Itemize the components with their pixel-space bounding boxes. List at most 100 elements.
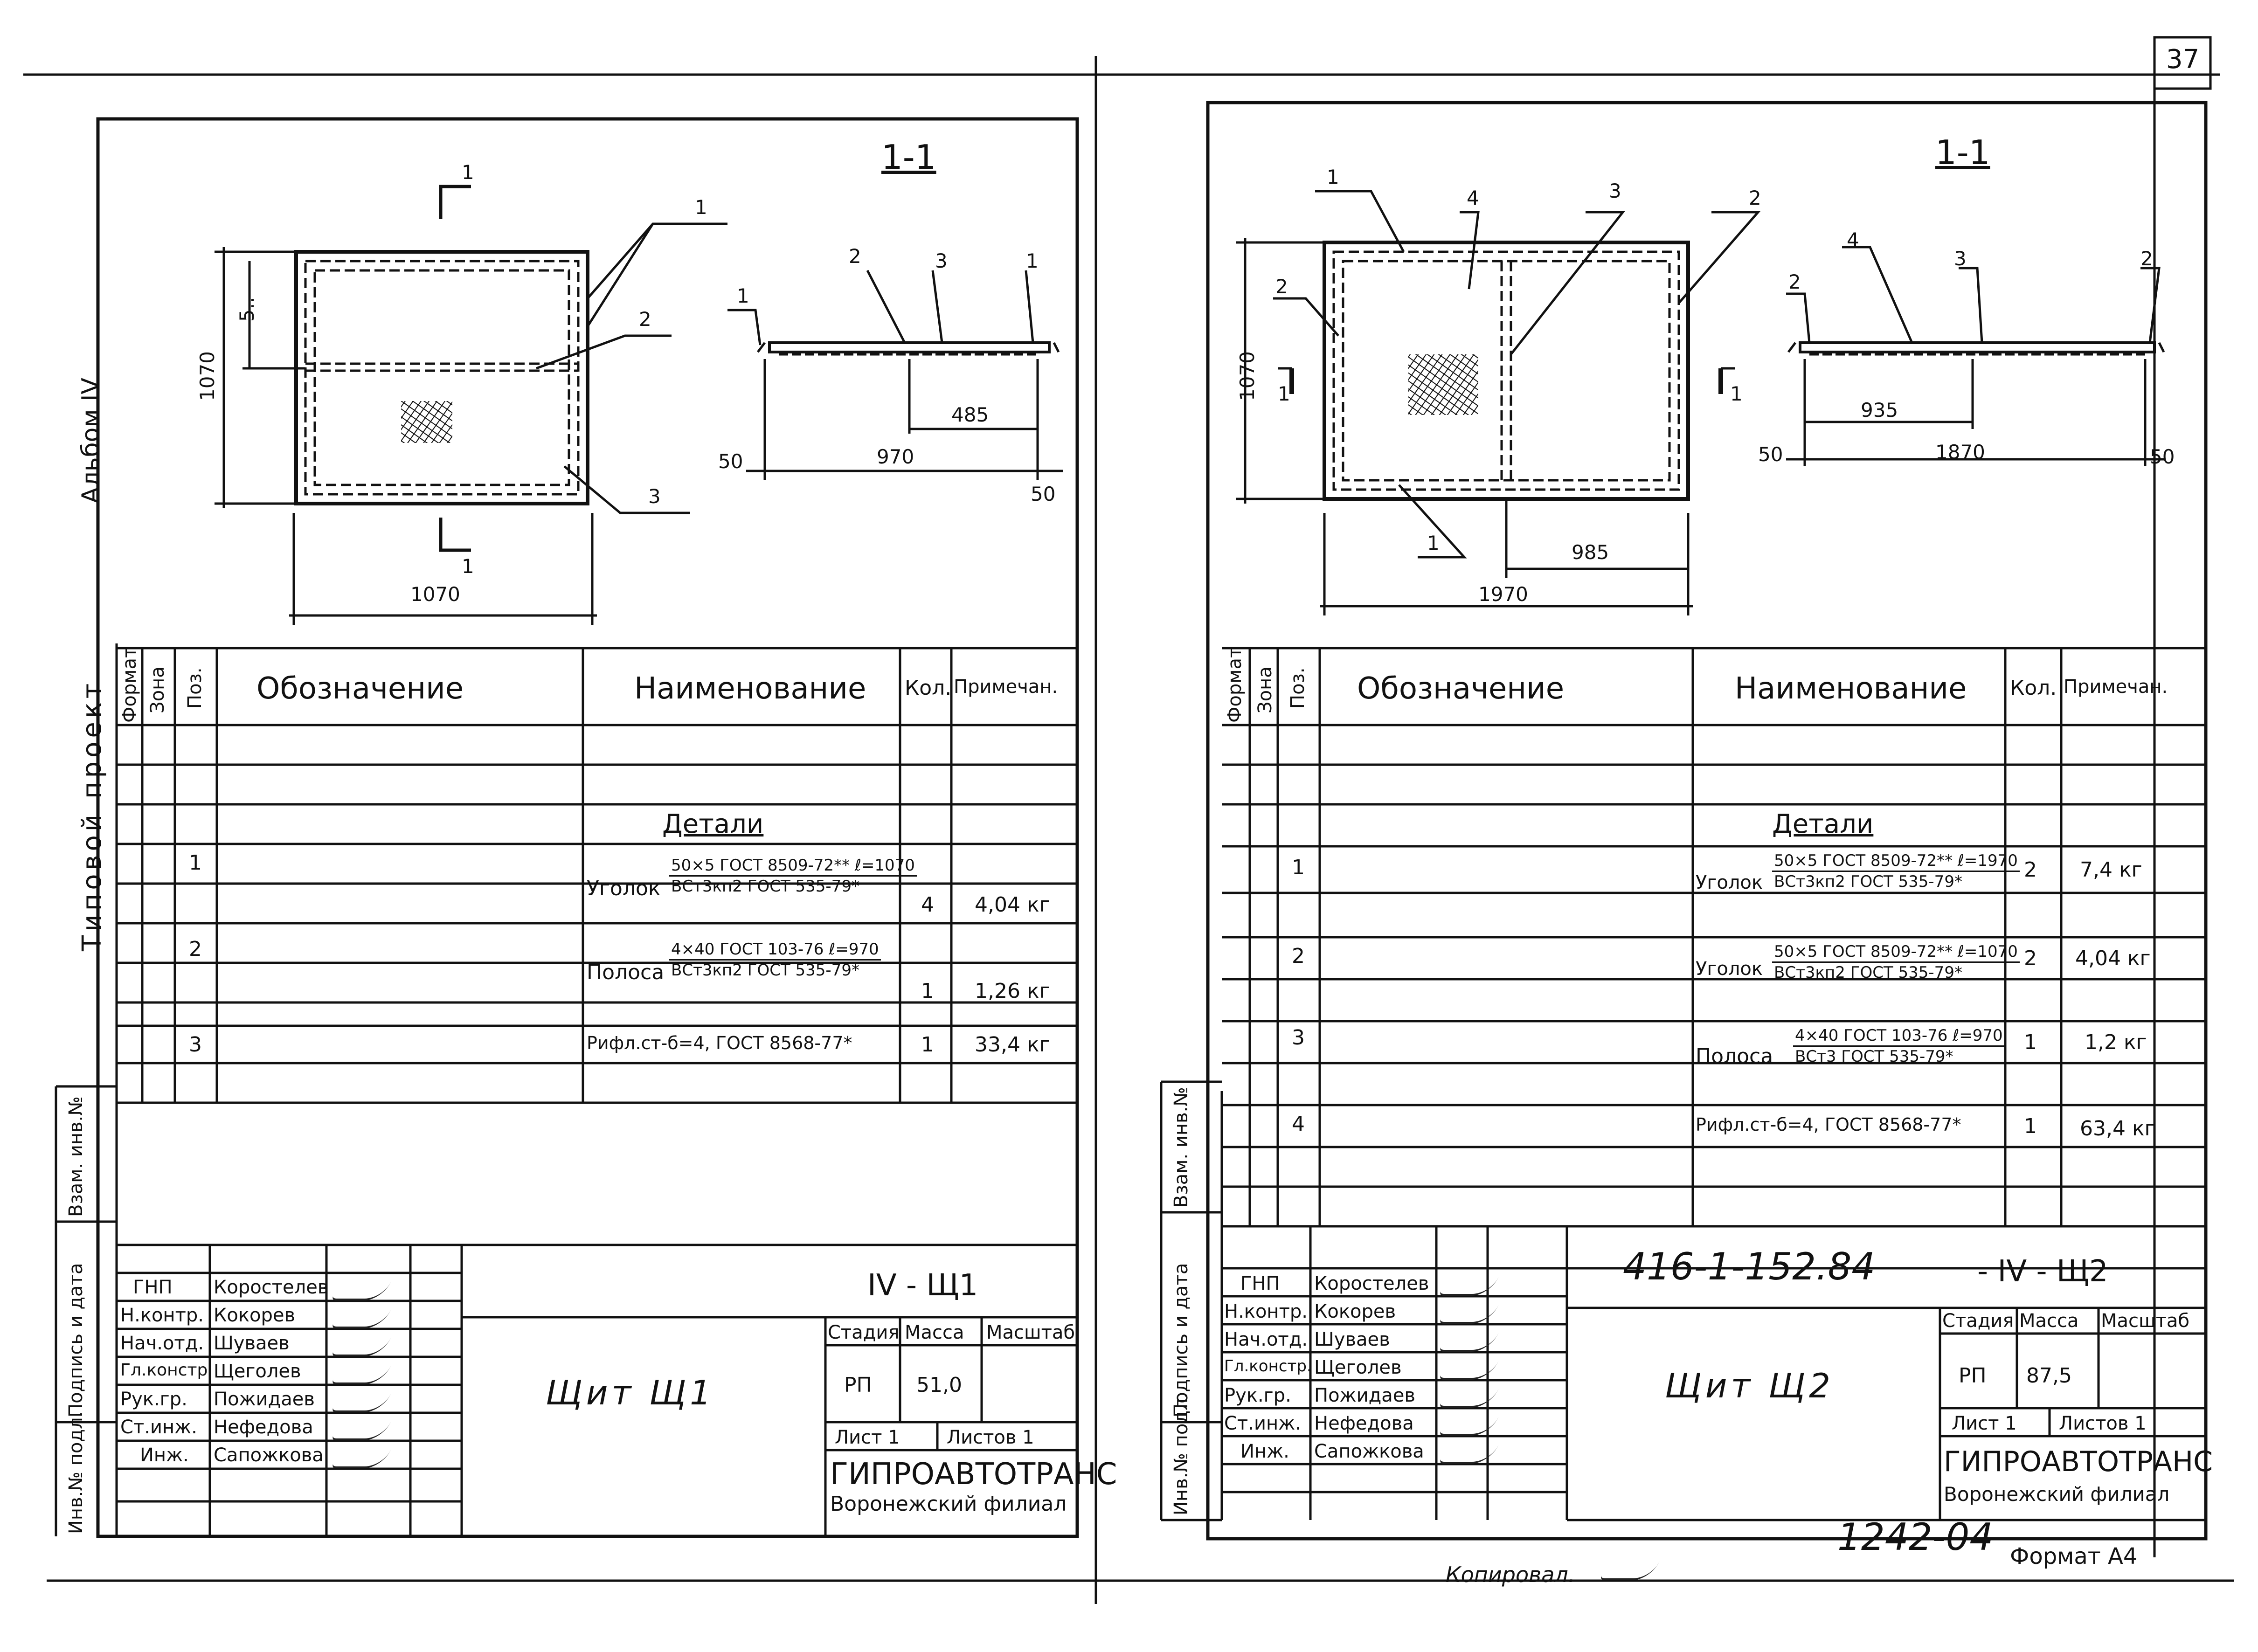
left-sec-callout-3: 3 (935, 249, 948, 272)
left-row3-qty: 1 (921, 1033, 934, 1057)
left-dim-section-half: 485 (951, 403, 989, 426)
left-staff-role-1: ГНП (133, 1277, 173, 1298)
right-dim-edge-right: 50 (2150, 445, 2175, 468)
left-section-label: 1-1 (881, 138, 936, 177)
right-drawing-title: Щит Щ2 (1665, 1366, 1834, 1405)
left-section-mark-top: 1 (462, 161, 474, 184)
left-dim-width: 1070 (410, 583, 460, 606)
right-staff-name-3: Шуваев (1314, 1329, 1390, 1350)
right-dim-section-half: 935 (1861, 399, 1898, 422)
right-staff-role-5: Рук.гр. (1224, 1385, 1291, 1406)
left-row1-pos: 1 (189, 851, 202, 875)
left-sheet: Лист 1 (835, 1427, 900, 1448)
right-hdr-stage: Стадия (1942, 1310, 2014, 1332)
left-org-name: ГИПРОАВТОТРАНС (830, 1457, 1117, 1492)
right-sec-callout-2d: 2 (2140, 247, 2153, 270)
right-dim-section-width: 1870 (1935, 441, 1985, 463)
right-staff-name-5: Пожидаев (1314, 1385, 1415, 1406)
left-org-branch: Воронежский филиал (830, 1492, 1067, 1516)
left-sec-callout-1b: 1 (1026, 249, 1039, 272)
right-org-branch: Воронежский филиал (1944, 1483, 2170, 1506)
right-row3-pos: 3 (1292, 1026, 1305, 1050)
left-sec-callout-1: 1 (737, 284, 749, 307)
right-drawing-code: - IV - Щ2 (1977, 1254, 2108, 1289)
archive-number: 1242-04 (1837, 1515, 1994, 1559)
side-col-sign: Подпись и дата (65, 1263, 87, 1417)
left-hdr-note: Примечан. (954, 676, 1058, 698)
left-staff-role-4: Гл.констр. (120, 1361, 213, 1380)
right-staff-role-6: Ст.инж. (1224, 1413, 1301, 1434)
left-staff-role-6: Ст.инж. (120, 1417, 197, 1438)
left-hdr-stage: Стадия (828, 1322, 900, 1343)
left-hdr-pos: Поз. (184, 667, 206, 709)
right-staff-role-7: Инж. (1240, 1441, 1289, 1462)
right-hdr-format: Формат (1224, 647, 1246, 723)
left-hdr-designation: Обозначение (256, 671, 464, 706)
right-dim-height: 1070 (1236, 351, 1259, 401)
side-col-replace-right: Взам. инв.№ (1171, 1087, 1192, 1208)
right-row4-qty: 1 (2024, 1114, 2037, 1138)
right-callout-1b: 1 (1427, 532, 1440, 554)
right-row1-qty: 2 (2024, 858, 2037, 882)
right-hdr-mass: Масса (2019, 1310, 2079, 1332)
left-hdr-mass: Масса (905, 1322, 964, 1343)
left-row2-qty: 1 (921, 979, 934, 1003)
standard-project-label: Типовой проект (77, 679, 107, 951)
copied-by: Копировал. (1446, 1562, 1575, 1587)
right-row2-note: 4,04 кг (2075, 947, 2151, 970)
right-row3-qty: 1 (2024, 1030, 2037, 1054)
right-dim-edge-left: 50 (1758, 443, 1783, 466)
album-label: Альбом IV (77, 377, 105, 504)
right-row2-pos: 2 (1292, 944, 1305, 968)
right-staff-name-1: Коростелев (1314, 1273, 1429, 1294)
left-dim-edge-right: 50 (1031, 483, 1056, 505)
right-staff-name-7: Сапожкова (1314, 1441, 1424, 1462)
left-staff-name-5: Пожидаев (214, 1389, 315, 1410)
right-callout-2: 2 (1749, 187, 1761, 209)
right-row2-qty: 2 (2024, 947, 2037, 970)
right-row4-pos: 4 (1292, 1112, 1305, 1136)
left-dim-mid: 5.. (235, 297, 258, 322)
right-row3-note: 1,2 кг (2085, 1030, 2147, 1054)
right-sec-callout-3: 3 (1954, 247, 1967, 270)
left-callout-1: 1 (695, 196, 707, 219)
right-dim-half: 985 (1572, 541, 1609, 564)
left-staff-name-3: Шуваев (214, 1333, 290, 1354)
right-hdr-scale: Масштаб (2101, 1310, 2190, 1332)
side-col-sign-right: Подпись и дата (1171, 1263, 1192, 1417)
right-row2-label: Уголок (1696, 958, 1763, 980)
right-staff-name-6: Нефедова (1314, 1413, 1414, 1434)
right-row1-pos: 1 (1292, 856, 1305, 879)
right-stage: РП (1959, 1364, 1987, 1388)
right-hdr-note: Примечан. (2064, 676, 2168, 698)
left-staff-name-7: Сапожкова (214, 1445, 324, 1466)
left-dim-edge-left: 50 (718, 450, 743, 473)
right-staff-role-3: Нач.отд. (1224, 1329, 1308, 1350)
left-details-heading: Детали (662, 809, 764, 839)
right-section-label: 1-1 (1935, 133, 1990, 172)
right-mass: 87,5 (2026, 1364, 2072, 1388)
right-staff-role-1: ГНП (1240, 1273, 1280, 1294)
right-project-code: 416-1-152.84 (1623, 1245, 1876, 1288)
left-staff-role-2: Н.контр. (120, 1305, 204, 1326)
right-hdr-zone: Зона (1254, 666, 1276, 713)
right-row4-note: 63,4 кг (2080, 1117, 2155, 1141)
left-hdr-name: Наименование (634, 671, 866, 706)
left-row3-pos: 3 (189, 1033, 202, 1057)
left-row2-pos: 2 (189, 937, 202, 961)
left-hdr-qty: Кол. (905, 676, 952, 700)
left-row2-note: 1,26 кг (975, 979, 1050, 1003)
right-callout-3: 3 (1609, 180, 1621, 202)
left-staff-role-5: Рук.гр. (120, 1389, 187, 1410)
side-col-inv: Инв.№ подл. (65, 1411, 87, 1534)
right-sec-callout-2: 4 (1847, 228, 1859, 251)
right-sheets: Листов 1 (2059, 1413, 2147, 1434)
right-staff-name-4: Щеголев (1314, 1357, 1402, 1378)
right-staff-name-2: Кокорев (1314, 1301, 1396, 1322)
right-hdr-designation: Обозначение (1357, 671, 1565, 706)
side-col-replace: Взам. инв.№ (65, 1096, 87, 1217)
